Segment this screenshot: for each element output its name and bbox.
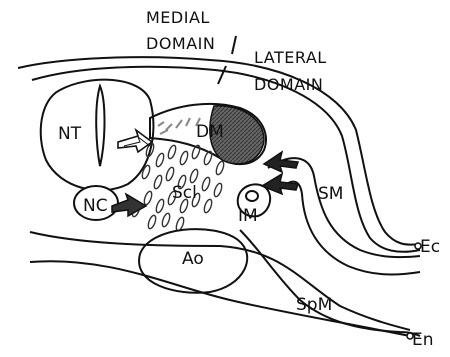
- nc-label: NC: [83, 196, 108, 216]
- black-arrow-to-lateral-dm-upper: [264, 152, 298, 172]
- ao-label: Ao: [182, 249, 204, 269]
- scl-label: Scl: [172, 183, 197, 203]
- lateral-domain-pointer: [218, 66, 226, 84]
- medial-domain-label-line1: MEDIAL: [146, 8, 210, 27]
- dm-label: DM: [196, 122, 224, 142]
- nt-label: NT: [58, 124, 82, 144]
- im-ring: [246, 191, 258, 201]
- lateral-domain-label-line2: DOMAIN: [254, 75, 323, 94]
- ec-label: Ec: [420, 237, 440, 257]
- im-label: IM: [238, 206, 258, 226]
- dm-medial-dashes: [158, 118, 200, 134]
- somatic-mesoderm-inner: [278, 182, 420, 275]
- endoderm-lower: [30, 261, 410, 336]
- neural-tube-lumen: [96, 86, 104, 166]
- medial-domain-label-line2: DOMAIN: [146, 34, 215, 53]
- en-label: En: [412, 330, 434, 350]
- sm-label: SM: [318, 184, 343, 204]
- lateral-domain-label-line1: LATERAL: [254, 48, 327, 67]
- medial-domain-pointer: [232, 36, 236, 54]
- spm-label: SpM: [296, 295, 332, 315]
